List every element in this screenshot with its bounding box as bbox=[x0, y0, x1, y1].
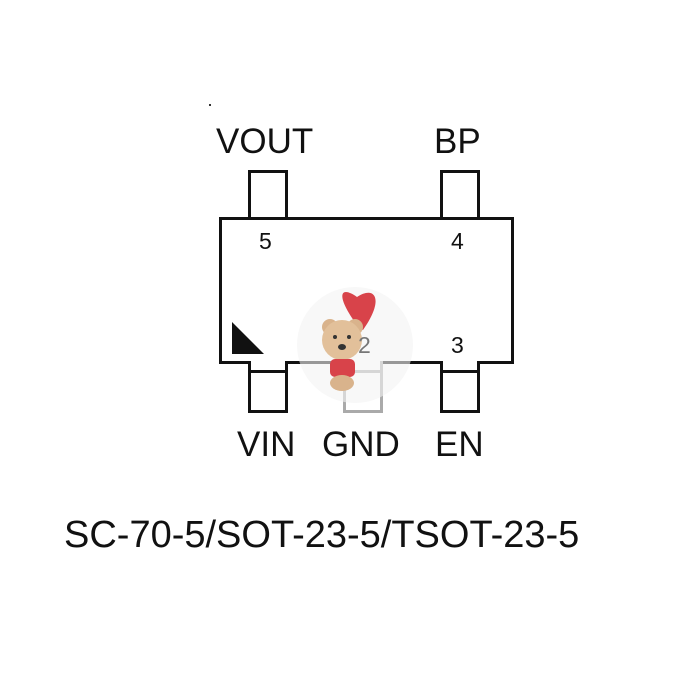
pin-label-vout: VOUT bbox=[216, 122, 314, 161]
pin-number-2: 2 bbox=[358, 332, 371, 358]
bear-legs bbox=[330, 375, 354, 391]
pin-label-en: EN bbox=[435, 425, 484, 464]
pin1-marker-triangle bbox=[232, 322, 264, 354]
pin-5-lead bbox=[248, 170, 288, 220]
stray-dot bbox=[209, 104, 211, 106]
package-caption: SC-70-5/SOT-23-5/TSOT-23-5 bbox=[64, 514, 580, 556]
pin-number-4: 4 bbox=[451, 228, 464, 254]
pin-label-bp: BP bbox=[434, 122, 481, 161]
pin-3-lead bbox=[440, 361, 480, 413]
bear-shirt bbox=[330, 359, 355, 377]
pin-label-gnd: GND bbox=[322, 425, 400, 464]
pin-4-lead bbox=[440, 170, 480, 220]
pin-number-5: 5 bbox=[259, 228, 272, 254]
heart-balloon bbox=[342, 292, 376, 330]
teddy-bear-watermark bbox=[297, 287, 413, 403]
pin-number-3: 3 bbox=[451, 332, 464, 358]
pin-label-vin: VIN bbox=[237, 425, 296, 464]
bear-head bbox=[322, 320, 362, 360]
pin-1-lead bbox=[248, 361, 288, 413]
